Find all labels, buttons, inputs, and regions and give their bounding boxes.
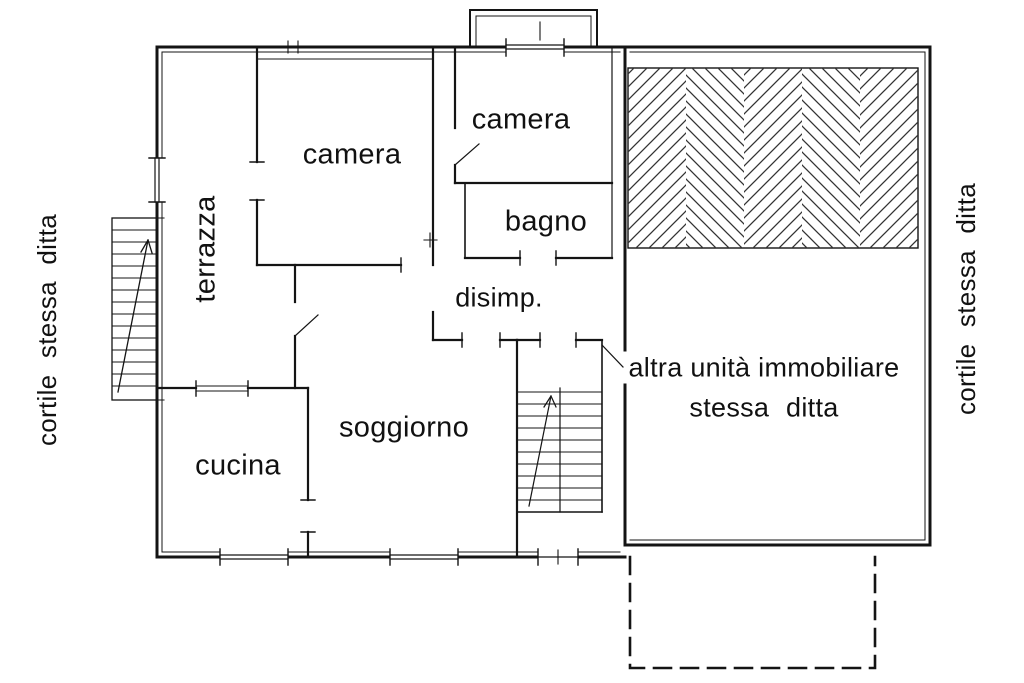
dashed-extension	[628, 555, 877, 670]
staircase-external	[111, 217, 158, 401]
balcony	[469, 9, 598, 48]
staircase-internal	[515, 332, 624, 559]
other-unit-label-line1: altra unità immobiliare	[628, 352, 900, 383]
room-label-bagno: bagno	[504, 205, 588, 238]
hatched-area	[627, 67, 919, 249]
survey-ticks	[149, 21, 559, 565]
room-label-cucina: cucina	[195, 449, 281, 482]
courtyard-label-right: cortile stessa ditta	[951, 182, 981, 416]
room-label-camera-1: camera	[302, 138, 402, 171]
room-label-camera-2: camera	[471, 103, 571, 136]
room-label-terrazza: terrazza	[189, 195, 222, 303]
other-unit-label-line2: stessa ditta	[689, 392, 839, 423]
room-label-disimpegno: disimp.	[455, 282, 543, 313]
courtyard-label-left: cortile stessa ditta	[32, 213, 62, 447]
windows	[148, 38, 579, 566]
room-label-soggiorno: soggiorno	[338, 411, 470, 444]
interior-walls	[155, 45, 614, 559]
